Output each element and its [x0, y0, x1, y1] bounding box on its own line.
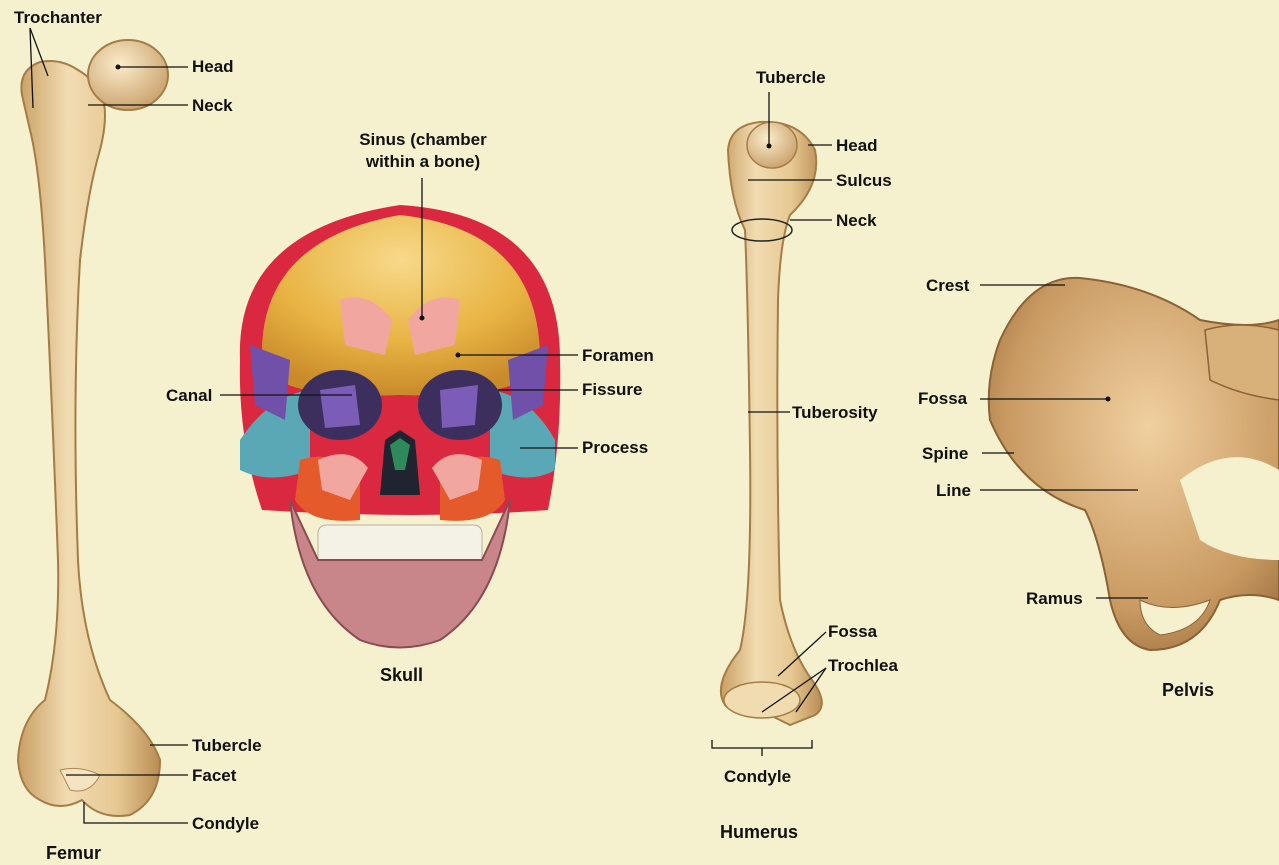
femur-trochanter-label: Trochanter: [14, 8, 102, 28]
femur-head-label: Head: [192, 57, 234, 77]
skull-title: Skull: [380, 665, 423, 685]
humerus-condyle-label: Condyle: [724, 767, 791, 787]
skull-foramen-label: Foramen: [582, 346, 654, 366]
humerus-head-label: Head: [836, 136, 878, 156]
femur-bone: [18, 40, 168, 816]
pelvis-ramus-label: Ramus: [1026, 589, 1083, 609]
humerus-neck-label: Neck: [836, 211, 877, 231]
femur-title: Femur: [46, 843, 101, 863]
pelvis-fossa-label: Fossa: [918, 389, 967, 409]
humerus-bone: [721, 122, 822, 725]
skull-sinus-label-line1: Sinus (chamber: [340, 130, 506, 150]
skull-bone: [240, 205, 560, 648]
skull-fissure-label: Fissure: [582, 380, 642, 400]
humerus-title: Humerus: [720, 822, 798, 842]
skull-canal-label: Canal: [166, 386, 212, 406]
femur-neck-label: Neck: [192, 96, 233, 116]
leader-lines: [30, 28, 1148, 823]
femur-condyle-label: Condyle: [192, 814, 259, 834]
skull-process-label: Process: [582, 438, 648, 458]
pelvis-line-label: Line: [936, 481, 971, 501]
skull-sinus-label-line2: within a bone): [340, 152, 506, 172]
femur-facet-label: Facet: [192, 766, 236, 786]
femur-tubercle-label: Tubercle: [192, 736, 262, 756]
humerus-fossa-label: Fossa: [828, 622, 877, 642]
humerus-sulcus-label: Sulcus: [836, 171, 892, 191]
pelvis-title: Pelvis: [1162, 680, 1214, 700]
humerus-tubercle-label: Tubercle: [756, 68, 826, 88]
pelvis-crest-label: Crest: [926, 276, 969, 296]
humerus-tuberosity-label: Tuberosity: [792, 403, 878, 423]
pelvis-spine-label: Spine: [922, 444, 968, 464]
humerus-trochlea-label: Trochlea: [828, 656, 898, 676]
